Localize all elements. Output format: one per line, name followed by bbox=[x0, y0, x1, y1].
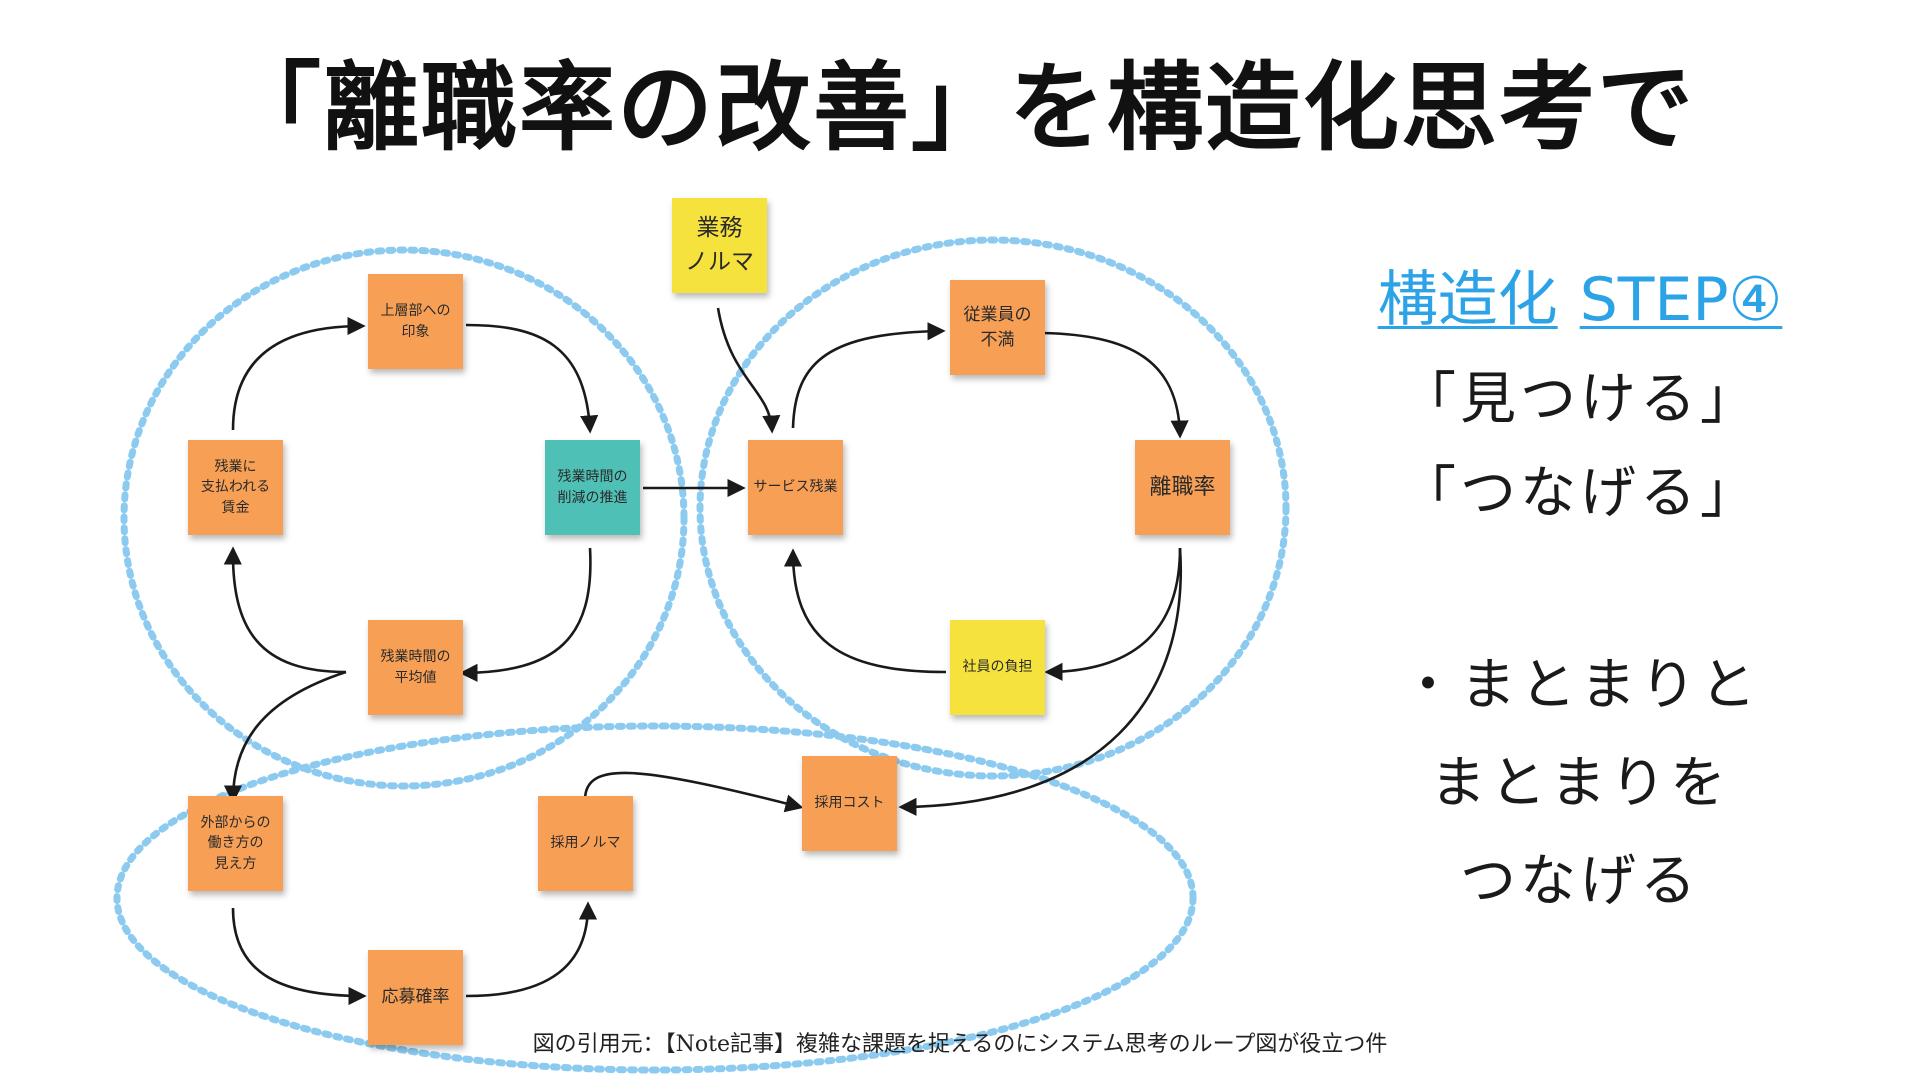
bullet-line-2: まとまりを bbox=[1430, 751, 1730, 816]
cluster-left-outline bbox=[120, 246, 688, 790]
note-average-overtime: 残業時間の 平均値 bbox=[368, 620, 463, 715]
arrow-average-to-external bbox=[223, 670, 347, 804]
arrow-pay-to-upper bbox=[231, 316, 366, 431]
arrow-application-to-hiring-quota bbox=[465, 901, 598, 998]
arrow-reduction-to-average bbox=[459, 547, 592, 682]
bullet-line-3: つなげる bbox=[1460, 849, 1700, 914]
arrow-burden-to-service bbox=[783, 548, 947, 674]
note-employee-dissatisfaction: 従業員の 不満 bbox=[950, 280, 1045, 375]
note-turnover-rate: 離職率 bbox=[1135, 440, 1230, 535]
arrow-turnover-to-burden bbox=[1044, 547, 1182, 681]
bullet-line-1: ・まとまりと bbox=[1400, 653, 1760, 718]
note-application-rate: 応募確率 bbox=[368, 950, 463, 1045]
arrow-turnover-to-hiring-cost bbox=[898, 547, 1183, 816]
arrow-upper-to-reduction bbox=[465, 323, 599, 434]
arrow-dissatisfaction-to-turnover bbox=[1042, 331, 1189, 439]
cluster-right-outline bbox=[696, 236, 1290, 780]
step-line-find: 「見つける」 bbox=[1400, 367, 1760, 432]
arrow-hiring-quota-to-cost bbox=[583, 771, 804, 813]
step-line-connect: 「つなげる」 bbox=[1400, 461, 1760, 526]
note-work-quota: 業務 ノルマ bbox=[672, 198, 767, 293]
arrow-average-to-pay bbox=[223, 546, 347, 674]
step-heading: 構造化 STEP④ bbox=[1320, 262, 1840, 338]
arrow-external-to-application bbox=[231, 907, 367, 1006]
note-upper-impression: 上層部への 印象 bbox=[368, 274, 463, 369]
note-employee-burden: 社員の負担 bbox=[950, 620, 1045, 715]
citation-text: 図の引用元：【Note記事】複雑な課題を捉えるのにシステム思考のループ図が役立つ… bbox=[532, 1032, 1388, 1057]
note-service-overtime: サービス残業 bbox=[748, 440, 843, 535]
step-heading-step: STEP④ bbox=[1579, 265, 1783, 335]
step-heading-label: 構造化 bbox=[1377, 265, 1558, 335]
cluster-bottom-outline bbox=[113, 722, 1197, 1074]
arrow-quota-to-service bbox=[716, 307, 781, 434]
note-overtime-pay: 残業に 支払われる 賃金 bbox=[188, 440, 283, 535]
note-external-view: 外部からの 働き方の 見え方 bbox=[188, 796, 283, 891]
slide-title: 「離職率の改善」を構造化思考で bbox=[225, 52, 1695, 164]
arrow-service-to-dissatisfaction bbox=[791, 322, 946, 429]
note-overtime-reduction: 残業時間の 削減の推進 bbox=[545, 440, 640, 535]
note-hiring-cost: 採用コスト bbox=[802, 756, 897, 851]
note-hiring-quota: 採用ノルマ bbox=[538, 796, 633, 891]
